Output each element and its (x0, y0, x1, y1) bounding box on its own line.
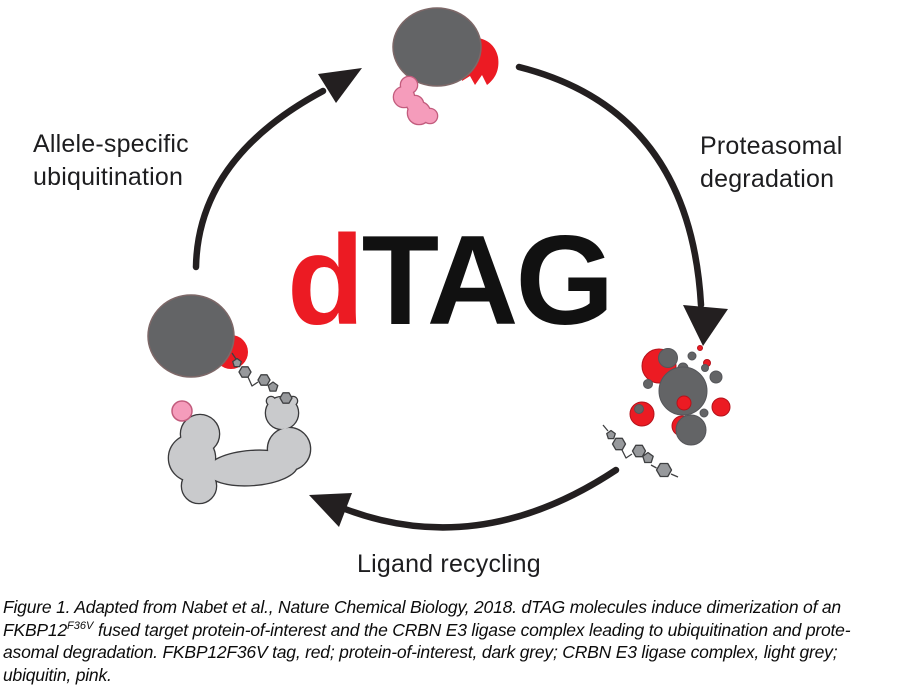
protein-of-interest-bottom (147, 294, 235, 378)
label-proteasomal-degradation: Proteasomal degradation (700, 130, 843, 196)
dtag-cycle-figure: Allele-specific ubiquitination Proteasom… (33, 7, 843, 581)
caption-line-1: Figure 1. Adapted from Nabet et al., Nat… (3, 597, 841, 617)
ubiquitinated-target-protein (392, 7, 499, 126)
caption-line-2: FKBP12F36V fused target protein-of-inter… (3, 619, 900, 642)
dtag-molecule-released (602, 424, 679, 478)
label-allele-specific-ubiquitination: Allele-specific ubiquitination (33, 128, 189, 194)
label-line: ubiquitination (33, 163, 184, 191)
label-line: Ligand recycling (357, 550, 541, 578)
cycle-diagram (147, 7, 731, 531)
arrow-ubiquitination (192, 68, 362, 271)
ubiquitin-on-crbn (171, 400, 193, 422)
caption-line-2-pre: FKBP12 (3, 619, 67, 640)
caption-line-4: ubiquitin, pink. (3, 664, 112, 685)
caption-line-2-post: fused target protein-of-interest and the… (93, 619, 851, 640)
label-line: degradation (700, 165, 835, 193)
caption-line-2-superscript: F36V (66, 619, 94, 632)
dtag-title: dTAG (287, 217, 614, 344)
figure-caption: Figure 1. Adapted from Nabet et al., Nat… (3, 596, 900, 686)
dtag-title-tag: TAG (361, 209, 615, 351)
label-line: Allele-specific (33, 130, 189, 158)
dtag-title-d: d (287, 209, 365, 351)
dtag-molecule-bridging (231, 352, 293, 404)
arrow-ligand-recycling (309, 466, 620, 531)
ternary-complex (147, 294, 312, 505)
caption-line-3: asomal degradation. FKBP12F36V tag, red;… (3, 642, 838, 662)
label-ligand-recycling: Ligand recycling (357, 548, 541, 581)
arrow-degradation (515, 63, 728, 346)
label-line: Proteasomal (700, 132, 843, 160)
degraded-protein-fragments (629, 345, 731, 446)
protein-of-interest-top (392, 7, 482, 87)
